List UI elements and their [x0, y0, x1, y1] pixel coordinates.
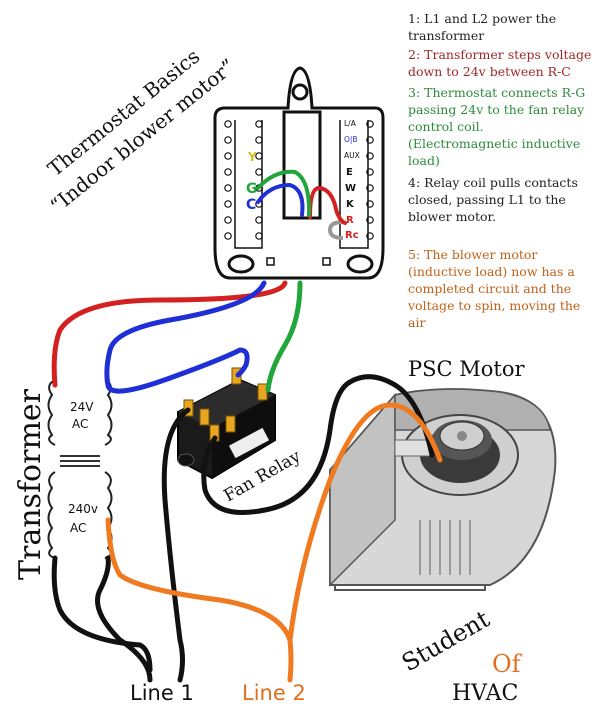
terminal-r: R — [346, 215, 354, 226]
black-wire-motor — [201, 374, 435, 515]
svg-text:Student: Student — [397, 605, 495, 678]
black-wire-transformer — [51, 555, 153, 673]
transformer-label: Transformer — [13, 388, 48, 580]
terminal-screw — [366, 168, 374, 176]
rc-jumper — [327, 220, 344, 240]
terminal-rc: Rc — [345, 230, 359, 241]
student-of-hvac-logo: Student Of HVAC — [397, 605, 523, 706]
green-wire — [265, 280, 303, 393]
terminal-screw — [255, 168, 263, 176]
terminal-k: K — [346, 199, 355, 210]
note-step-5: 5: The blower motor (inductive load) now… — [408, 247, 581, 330]
terminal-screw — [255, 120, 263, 128]
terminal-screw — [224, 184, 232, 192]
transformer-primary-unit: AC — [70, 521, 86, 535]
red-wire — [51, 280, 288, 388]
terminal-screws — [224, 120, 374, 240]
transformer-secondary: 24V — [70, 400, 94, 414]
terminal-screw — [366, 184, 374, 192]
black-wire-line1 — [95, 407, 191, 683]
terminal-screw — [366, 216, 374, 224]
note-step-3: 3: Thermostat connects R-G passing 24v t… — [408, 85, 586, 168]
terminal-screw — [255, 232, 263, 240]
transformer-secondary-unit: AC — [72, 417, 88, 431]
terminal-g: G — [246, 181, 258, 197]
terminal-screw — [366, 200, 374, 208]
terminal-screw — [255, 152, 263, 160]
terminal-screw — [366, 136, 374, 144]
terminal-screw — [224, 200, 232, 208]
fan-relay — [177, 367, 276, 480]
thermostat-blue-wire — [256, 183, 305, 217]
terminal-screw — [366, 152, 374, 160]
blower-housing — [329, 388, 557, 591]
line1-label: Line 1 — [130, 681, 194, 705]
thermostat-green-wire — [256, 169, 312, 217]
terminal-aux: AUX — [344, 151, 360, 160]
orange-wire — [105, 402, 443, 683]
terminal-w: W — [345, 183, 356, 194]
thermostat-red-wire — [308, 186, 347, 225]
terminal-ob: O|B — [344, 135, 358, 144]
note-step-1: 1: L1 and L2 power the transformer — [408, 11, 557, 43]
terminal-screw — [224, 152, 232, 160]
terminal-screw — [255, 216, 263, 224]
terminal-y: Y — [247, 150, 257, 164]
terminal-e: E — [346, 167, 353, 178]
transformer-primary: 240v — [68, 502, 98, 516]
svg-text:HVAC: HVAC — [452, 681, 518, 706]
note-step-2: 2: Transformer steps voltage down to 24v… — [408, 47, 592, 79]
terminal-screw — [224, 120, 232, 128]
terminal-screw — [366, 120, 374, 128]
terminal-screw — [224, 216, 232, 224]
svg-text:Of: Of — [492, 650, 523, 678]
terminal-c: C — [246, 197, 256, 213]
terminal-screw — [255, 136, 263, 144]
terminal-la: L/A — [344, 119, 357, 128]
terminal-screw — [224, 232, 232, 240]
terminal-screw — [224, 168, 232, 176]
line2-label: Line 2 — [242, 681, 306, 705]
note-step-4: 4: Relay coil pulls contacts closed, pas… — [408, 175, 578, 224]
terminal-screw — [366, 232, 374, 240]
psc-motor-label: PSC Motor — [408, 357, 525, 381]
terminal-screw — [224, 136, 232, 144]
blue-wire — [104, 280, 267, 394]
